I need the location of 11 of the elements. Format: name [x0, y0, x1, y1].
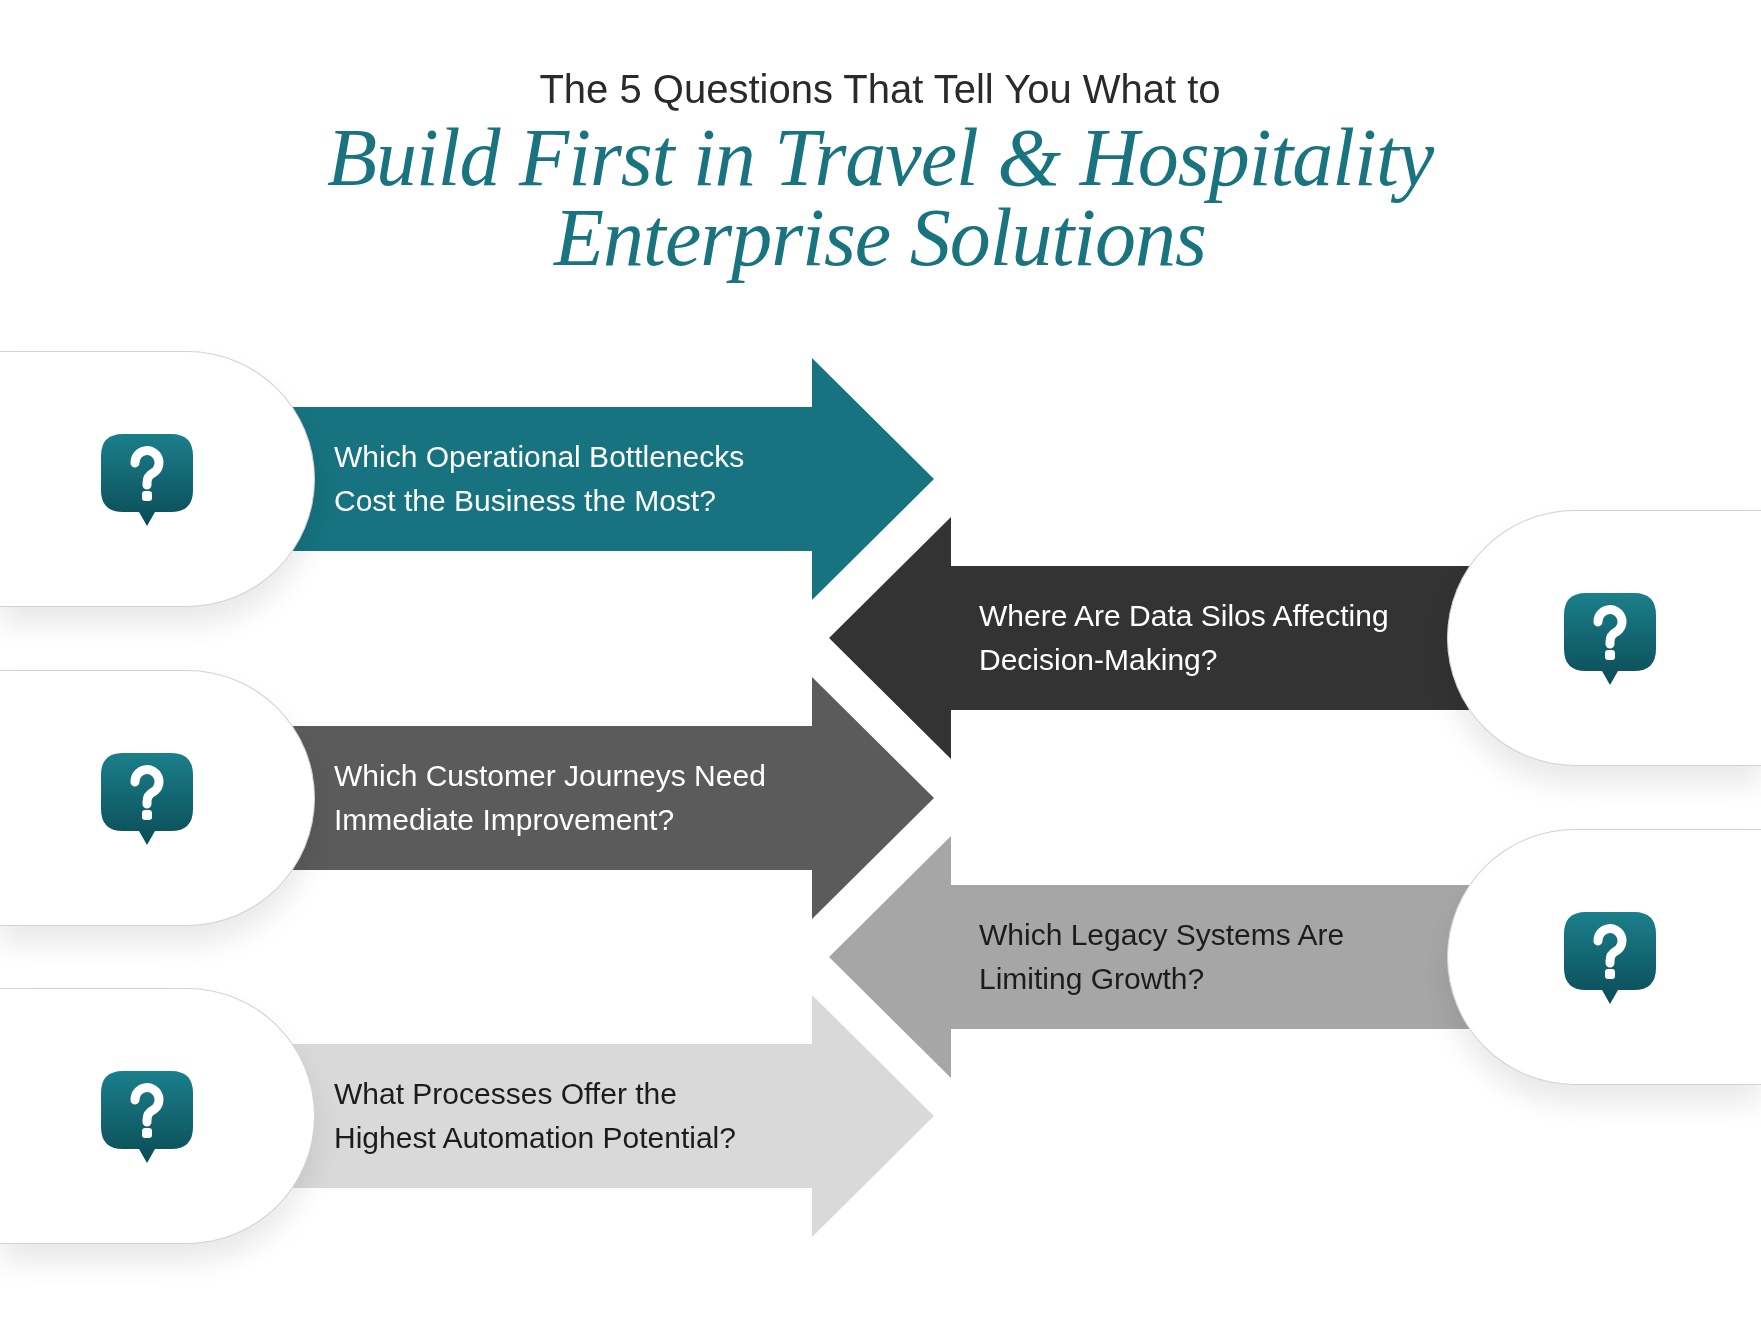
question-text: Which Legacy Systems Are Limiting Growth? — [979, 916, 1346, 997]
arrow-shape — [293, 676, 934, 919]
arrow-shape — [293, 995, 934, 1237]
question-text: Where Are Data Silos Affecting Decision-Making? — [979, 598, 1390, 679]
arrow-shape — [829, 835, 1469, 1078]
question-text: Which Operational Bottlenecks Cost the Business the Most? — [334, 439, 746, 519]
question-text: What Processes Offer the Highest Automation Potential? — [334, 1076, 737, 1156]
title: The 5 Questions That Tell You What to Build First in Travel & Hospitality Enterprise Solutions — [325, 66, 1435, 285]
question-text: Which Customer Journeys Need Immediate Improvement? — [334, 757, 767, 838]
arrow-shape — [829, 517, 1469, 760]
arrow-shape — [293, 358, 934, 600]
